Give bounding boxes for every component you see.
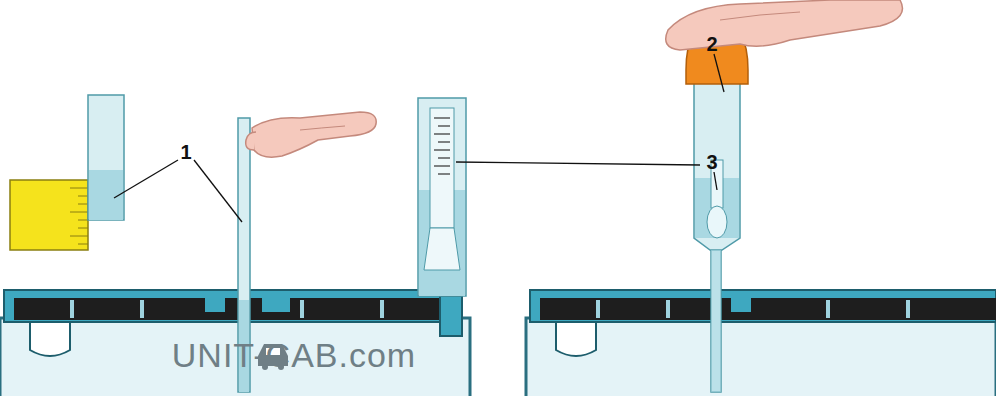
- callout-number: 2: [706, 34, 717, 54]
- callout-number: 3: [706, 152, 717, 172]
- float-inset: [418, 98, 466, 296]
- leader-lines: [114, 54, 724, 222]
- tube-inset: [10, 95, 124, 250]
- callout-number: 1: [180, 142, 191, 162]
- watermark: UNIT-CAB.com: [172, 338, 416, 372]
- battery-left: [0, 290, 470, 396]
- battery-right: [526, 290, 996, 396]
- hydrometer: [686, 20, 748, 392]
- hand-left: [246, 112, 377, 157]
- hand-right: [666, 0, 903, 50]
